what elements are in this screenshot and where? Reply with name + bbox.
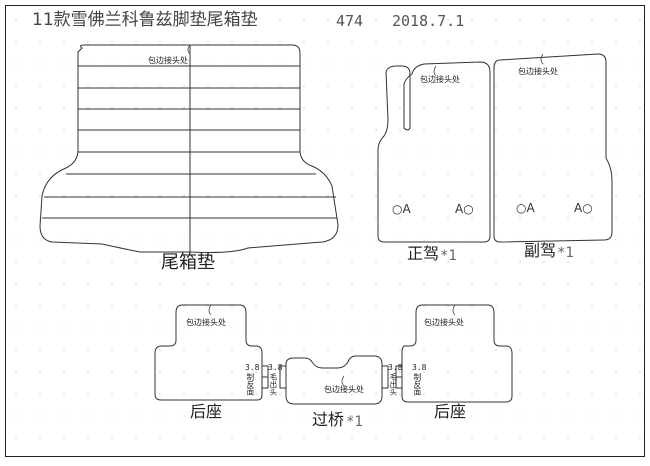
passenger-mat-outline (493, 53, 613, 243)
sheet-date: 2018.7.1 (392, 12, 465, 30)
bridge-qty: *1 (346, 414, 363, 430)
bridge-mat-outline (279, 355, 389, 405)
driver-qty: *1 (440, 248, 457, 264)
passenger-hole-right: A○ (574, 201, 593, 215)
passenger-label: 副驾 (524, 241, 557, 260)
trunk-mat-outline (39, 44, 339, 253)
seam-note-driver: 包边接头处 (420, 75, 460, 84)
sheet-title: 11款雪佛兰科鲁兹脚垫尾箱垫 (32, 10, 258, 30)
passenger-hole-left: ○A (516, 201, 535, 215)
sheet-code: 474 (336, 12, 364, 30)
connector-right-dim-a: 3.8 (388, 363, 403, 372)
seam-note-passenger: 包边接头处 (518, 67, 558, 76)
rear-right-mat-outline (395, 304, 513, 403)
driver-mat-outline (377, 61, 491, 243)
seam-note-rear-left: 包边接头处 (186, 318, 226, 327)
connector-left-text-b: 毛出头 (268, 373, 278, 396)
sheet-border (5, 5, 645, 457)
driver-hole-left: ○A (392, 202, 411, 216)
bridge-label: 过桥 (312, 410, 345, 429)
connector-left-text-a: 制反面 (245, 373, 255, 396)
seam-markers (187, 44, 544, 387)
connector-left-dim-a: 3.8 (245, 363, 260, 372)
seam-note-bridge: 包边接头处 (324, 385, 364, 394)
dot-grid (15, 19, 641, 439)
seam-note-rear-right: 包边接头处 (424, 318, 464, 327)
rear-left-label: 后座 (190, 402, 223, 421)
rear-right-label: 后座 (434, 402, 467, 421)
driver-hole-right: A○ (455, 202, 474, 216)
driver-label: 正驾 (407, 244, 440, 263)
connector-right-text-a: 毛出头 (388, 373, 398, 396)
passenger-qty: *1 (557, 245, 574, 261)
connector-left-dim-b: 3.8 (268, 363, 283, 372)
seam-note-trunk: 包边接头处 (148, 56, 188, 65)
connector-right-text-b: 制反面 (412, 373, 422, 396)
connector-right-dim-b: 3.8 (412, 363, 427, 372)
trunk-label: 尾箱垫 (161, 252, 215, 273)
rear-left-mat-outline (154, 304, 269, 401)
